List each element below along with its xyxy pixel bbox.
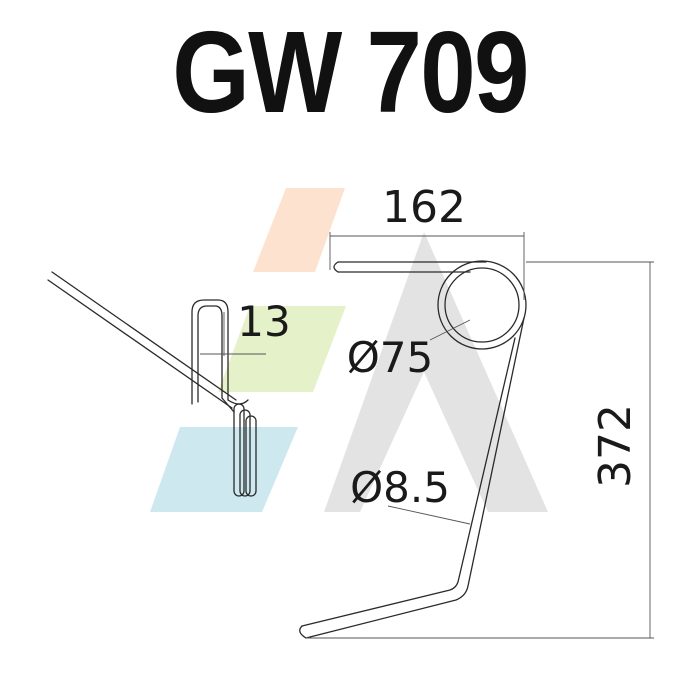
- part-title: GW 709: [172, 7, 529, 137]
- front-view-spring: [299, 260, 527, 639]
- watermark-orange-band: [253, 188, 345, 272]
- height-dimension-label: 372: [590, 404, 641, 488]
- watermark-blue-band: [150, 427, 298, 512]
- watermark-gray-triangle: [324, 232, 548, 512]
- side-view-spring: [47, 271, 257, 497]
- watermark-logo: [150, 188, 548, 512]
- loop-dimension-label: 13: [237, 297, 290, 346]
- width-dimension-label: 162: [382, 182, 466, 233]
- coil-diameter-label: Ø75: [347, 333, 434, 382]
- dimension-lines: [200, 232, 654, 639]
- wire-diameter-label: Ø8.5: [350, 463, 450, 512]
- watermark-green-band: [218, 306, 346, 392]
